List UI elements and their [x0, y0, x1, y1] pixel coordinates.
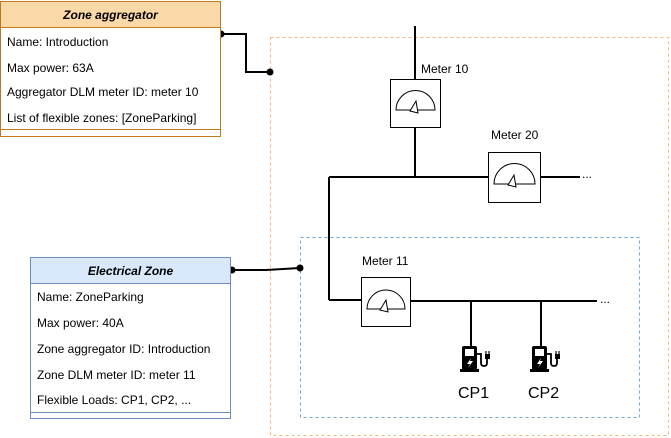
- cp2-ev-charger-icon: [530, 346, 560, 372]
- cp1-ev-charger-icon: [460, 346, 490, 372]
- zone-link-end: [296, 264, 304, 272]
- meter10-label: Meter 10: [421, 62, 469, 76]
- meter11-label: Meter 11: [362, 254, 409, 268]
- zone-dlm-meter: Zone DLM meter ID: meter 11: [37, 368, 196, 382]
- aggregator-link-end: [266, 68, 274, 76]
- meter11-gauge-icon: [361, 277, 411, 327]
- zone-max-power: Max power: 40A: [37, 316, 124, 330]
- meter20-continuation: ...: [582, 167, 593, 181]
- zone-aggregator-id: Zone aggregator ID: Introduction: [37, 342, 211, 356]
- aggregator-dlm-meter: Aggregator DLM meter ID: meter 10: [7, 85, 199, 99]
- aggregator-separator: [1, 129, 220, 130]
- zone-separator: [31, 412, 230, 413]
- electrical-zone-box: Electrical Zone Name: ZoneParking Max po…: [30, 257, 231, 419]
- zone-link: [232, 267, 301, 271]
- zone-bus-continuation: ...: [600, 292, 611, 306]
- aggregator-max-power: Max power: 63A: [7, 61, 94, 75]
- cp1-label: CP1: [458, 385, 490, 402]
- zone-aggregator-title: Zone aggregator: [1, 2, 220, 28]
- zone-name: Name: ZoneParking: [37, 290, 144, 304]
- aggregator-name: Name: Introduction: [7, 35, 109, 49]
- cp2-label: CP2: [528, 385, 560, 402]
- electrical-zone-title: Electrical Zone: [31, 258, 230, 284]
- meter20-gauge-icon: [488, 152, 541, 203]
- meter20-label: Meter 20: [491, 128, 539, 142]
- aggregator-zone-frame: [270, 37, 669, 436]
- zone-flexible-loads: Flexible Loads: CP1, CP2, ...: [37, 393, 192, 407]
- electrical-zone-frame: [300, 237, 640, 418]
- aggregator-link: [221, 33, 270, 73]
- aggregator-flexible-zones: List of flexible zones: [ZoneParking]: [7, 111, 197, 125]
- zone-aggregator-box: Zone aggregator Name: Introduction Max p…: [0, 1, 221, 137]
- meter10-gauge-icon: [390, 79, 441, 128]
